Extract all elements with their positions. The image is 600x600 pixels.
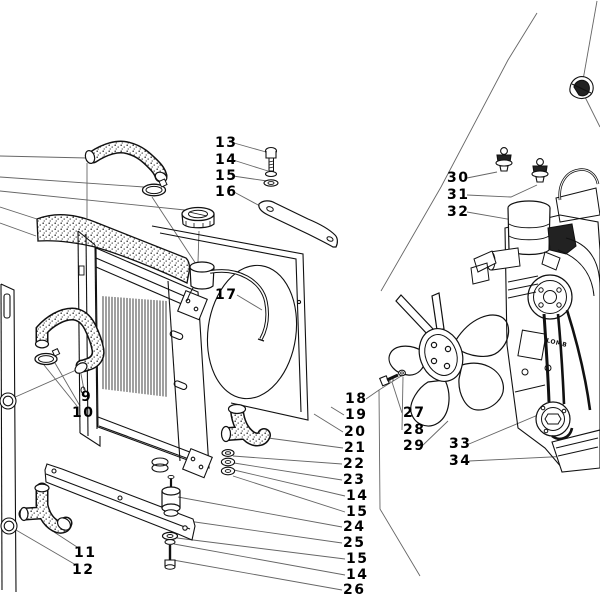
part-callout-19: 19 <box>345 407 368 423</box>
bolt-and-washers <box>263 146 279 187</box>
part-callout-34: 34 <box>449 453 472 469</box>
part-callout-20: 20 <box>344 424 367 440</box>
part-callout-15: 15 <box>346 504 369 520</box>
part-callout-24: 24 <box>343 519 366 535</box>
lower-radiator-hose <box>34 307 105 374</box>
bypass-elbow-hose <box>18 482 73 534</box>
radiator-cap <box>181 206 215 229</box>
outlet-elbow-hose <box>220 403 271 447</box>
part-callout-28: 28 <box>403 422 426 438</box>
temperature-sensors <box>495 147 549 183</box>
part-callout-32: 32 <box>447 204 470 220</box>
part-callout-22: 22 <box>343 456 366 472</box>
clamp-part-top-right <box>569 76 594 100</box>
part-callout-29: 29 <box>403 438 426 454</box>
part-callout-17: 17 <box>215 287 238 303</box>
part-callout-27: 27 <box>403 405 426 421</box>
foam-seal-strip <box>36 214 191 284</box>
part-callout-23: 23 <box>343 472 366 488</box>
hose-clamp-lower <box>34 348 61 366</box>
part-callout-11: 11 <box>74 545 97 561</box>
part-callout-25: 25 <box>343 535 366 551</box>
radiator <box>77 230 215 479</box>
engine-brand-marking: LOMB <box>546 337 568 349</box>
vibration-mount <box>161 474 181 517</box>
part-callout-16: 16 <box>215 184 238 200</box>
part-callout-14: 14 <box>215 152 238 168</box>
part-callout-9: 9 <box>81 389 93 405</box>
support-crossmember <box>44 463 196 541</box>
cooling-fan <box>388 292 510 427</box>
fan-shroud <box>151 225 309 421</box>
part-callout-33: 33 <box>449 436 472 452</box>
support-strap-bracket <box>258 200 338 248</box>
part-callout-10: 10 <box>72 405 95 421</box>
part-callout-14: 14 <box>346 488 369 504</box>
engine-illustration: LOMB <box>470 168 600 473</box>
overflow-tube <box>209 269 269 342</box>
hose-clamp-upper <box>141 178 168 197</box>
part-callout-14: 14 <box>346 567 369 583</box>
side-panel <box>0 283 18 593</box>
part-callout-15: 15 <box>215 168 238 184</box>
part-callout-12: 12 <box>72 562 95 578</box>
part-callout-15: 15 <box>346 551 369 567</box>
part-callout-31: 31 <box>447 187 470 203</box>
part-callout-18: 18 <box>345 391 368 407</box>
part-callout-21: 21 <box>344 440 367 456</box>
part-callout-26: 26 <box>343 582 366 598</box>
part-callout-13: 13 <box>215 135 238 151</box>
fan-bolt-washer <box>379 369 406 387</box>
fastener-stack <box>220 449 236 476</box>
upper-radiator-hose <box>84 140 168 183</box>
washer-and-bolt-lower <box>161 531 179 570</box>
part-callout-30: 30 <box>447 170 470 186</box>
